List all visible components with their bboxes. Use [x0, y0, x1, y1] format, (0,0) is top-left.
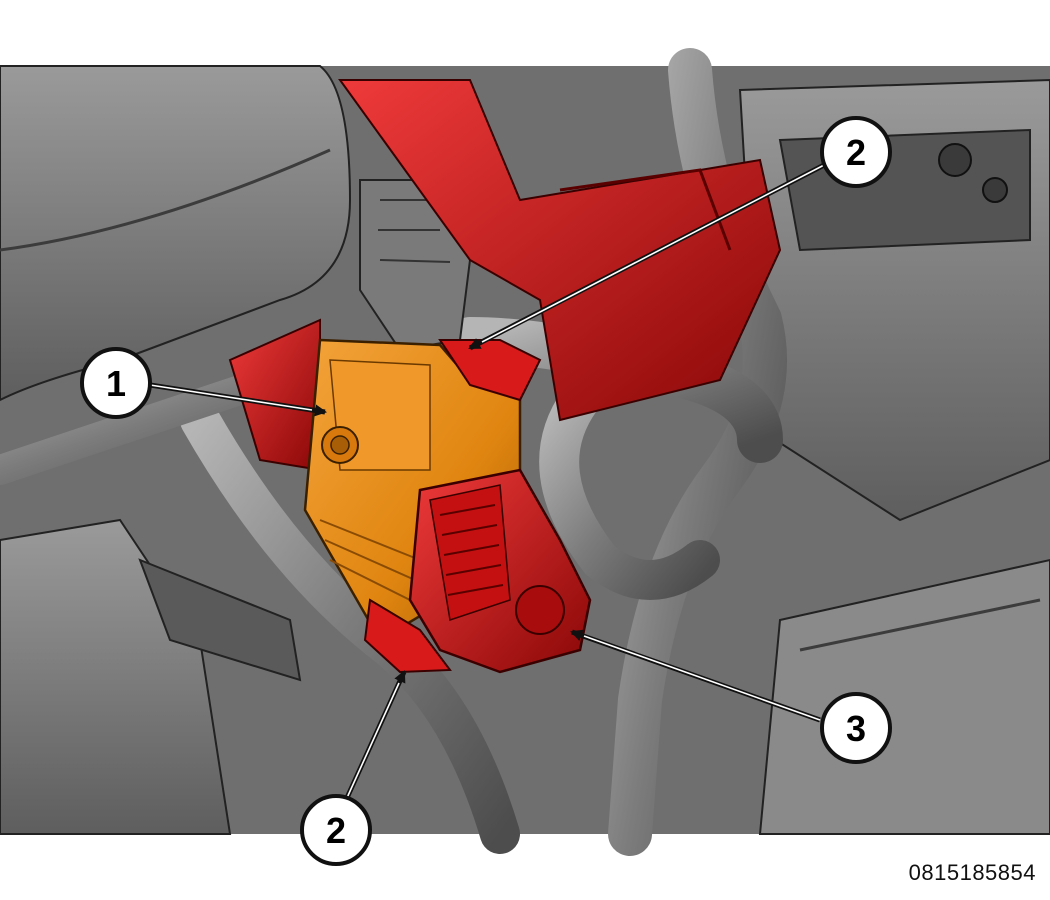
callout-2-bottom: 2 — [300, 794, 372, 866]
callout-3-label: 3 — [846, 708, 866, 749]
bracket-bottom — [363, 598, 452, 674]
callout-3: 3 — [820, 692, 892, 764]
lower-right-housing — [758, 558, 1050, 835]
callout-2-top-label: 2 — [846, 132, 866, 173]
callout-2-top: 2 — [820, 116, 892, 188]
callout-1-label: 1 — [106, 363, 126, 404]
air-box — [0, 65, 352, 402]
figure-code: 0815185854 — [908, 860, 1036, 885]
connector-bracket — [408, 468, 592, 674]
rear-red-panel — [338, 79, 782, 422]
callout-2-bottom-label: 2 — [326, 810, 346, 851]
callout-1: 1 — [80, 347, 152, 419]
scene — [0, 48, 1050, 856]
intake-duct — [0, 518, 232, 835]
hose-loop — [539, 380, 720, 600]
